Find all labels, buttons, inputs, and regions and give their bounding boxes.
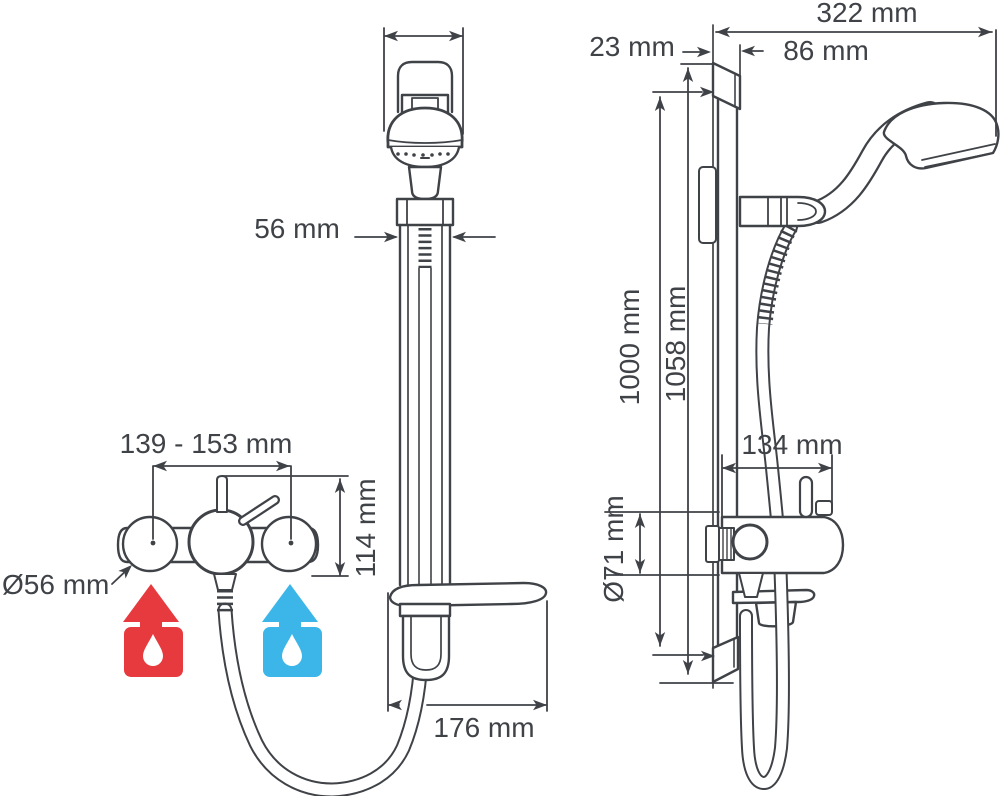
dim-inlet-spacing-line: [152, 465, 292, 540]
label-overall-depth: 322 mm: [816, 0, 917, 28]
label-valve-diameter: Ø71 mm: [598, 495, 629, 602]
outlet-pipe: [216, 475, 228, 513]
valve-clip: [815, 500, 833, 516]
label-wall-clearance: 23 mm: [589, 31, 675, 62]
handset-head: [882, 101, 1000, 170]
riser-rail-inner: [407, 224, 443, 586]
dim-overall-height-line: [659, 63, 734, 684]
soap-shelf: [388, 581, 548, 608]
cold-water-icon: [262, 584, 322, 677]
label-bracket-depth: 86 mm: [783, 35, 869, 66]
diverter-rod: [798, 475, 814, 519]
dimension-labels: 56 mm 139 - 153 mm 114 mm Ø56 mm 176 mm …: [2, 0, 918, 743]
shower-head-dome: [386, 106, 464, 149]
label-valve-depth: 134 mm: [741, 429, 842, 460]
side-hose-spring: [757, 223, 798, 325]
cold-drop-icon: [282, 634, 302, 666]
hot-arrow-up-icon: [123, 584, 179, 632]
side-view: [698, 24, 1000, 790]
label-rail-width: 56 mm: [254, 213, 340, 244]
hot-inlet: [121, 515, 179, 573]
label-inlet-diameter: Ø56 mm: [2, 569, 109, 600]
cold-center-dot: [288, 540, 294, 546]
side-hose-core: [741, 222, 796, 788]
shelf-hub: [398, 602, 452, 618]
rail-clamp: [395, 197, 455, 227]
valve-stub-ribs: [722, 527, 732, 561]
dim-valve-height-line: [222, 475, 349, 577]
cold-arrow-up-icon: [262, 584, 318, 632]
front-view: [116, 60, 548, 796]
dimension-arrowheads: [118, 26, 992, 711]
hot-center-dot: [150, 540, 156, 546]
top-wall-bracket: [711, 61, 742, 111]
holder-arm: [738, 195, 827, 228]
label-valve-height: 114 mm: [350, 478, 381, 577]
mixer-valve-side: [705, 475, 845, 598]
rail-clamp-lines: [406, 198, 444, 226]
spray-nozzles: [396, 152, 450, 159]
riser-rail: [398, 223, 452, 587]
dim-valve-depth-line: [721, 454, 833, 517]
handset-face-lines: [921, 143, 996, 168]
label-shelf-width: 176 mm: [433, 712, 534, 743]
hose-cup-inner: [410, 615, 442, 671]
dimension-lines: [111, 27, 997, 712]
label-rail-length: 1000 mm: [614, 289, 645, 406]
outlet-neck: [213, 573, 237, 591]
valve-outlet-cone: [738, 572, 764, 598]
dim-rail-length-line: [652, 91, 704, 656]
mixer-lever-core: [240, 497, 278, 524]
label-inlet-spacing: 139 - 153 mm: [120, 428, 293, 459]
hot-water-icon: [123, 584, 183, 677]
dim-head-width-line: [383, 27, 464, 135]
hot-drop-icon: [143, 634, 163, 666]
holder-arm-lines: [767, 196, 788, 227]
shower-hose-core: [219, 604, 427, 796]
holder-arm-cup: [797, 202, 817, 221]
dim-overall-depth-line: [715, 29, 997, 137]
shower-head-band: [387, 139, 463, 144]
valve-knob: [731, 523, 769, 561]
hose-cup: [401, 614, 451, 682]
slider-clamp: [698, 166, 717, 244]
shower-head-neck: [407, 165, 443, 201]
valve-stub-plate: [705, 525, 720, 563]
bottom-wall-bracket: [711, 635, 740, 684]
rail-hose: [418, 267, 432, 586]
label-overall-height: 1058 mm: [660, 286, 691, 403]
